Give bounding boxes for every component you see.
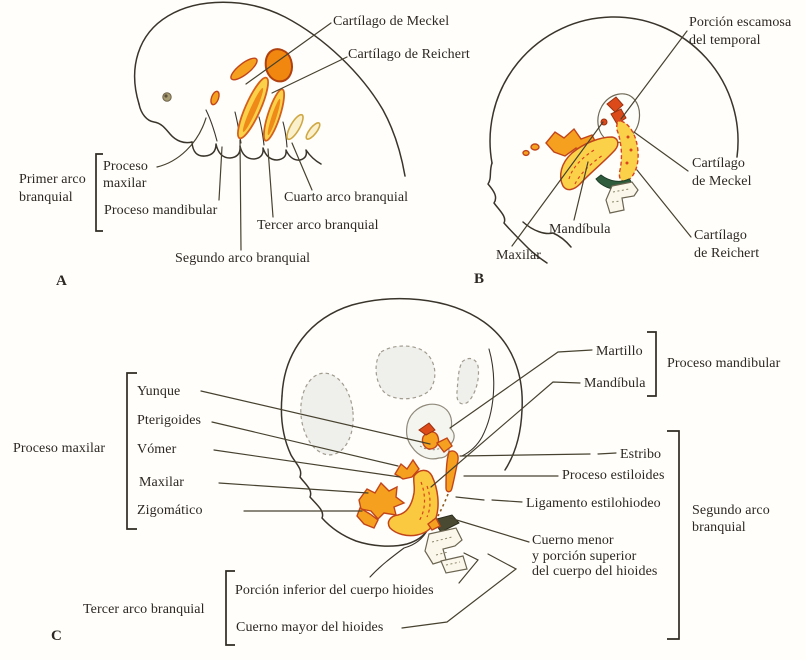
- bracket-segundo-arco: [667, 430, 680, 640]
- label-porcion-inferior: Porción inferior del cuerpo hioides: [235, 583, 434, 598]
- label-cartilago-reichert-b: Cartílago de Reichert: [694, 228, 760, 261]
- label-mandibula-c: Mandíbula: [584, 376, 646, 391]
- label-martillo: Martillo: [596, 344, 643, 359]
- label-proceso-mandibular-c: Proceso mandibular: [667, 356, 781, 371]
- panel-c-skull-drawing: [126, 297, 680, 646]
- label-estribo: Estribo: [620, 447, 662, 462]
- label-mandibula-b: Mandíbula: [549, 222, 611, 237]
- label-cuerno-menor: Cuerno menor y porción superior del cuer…: [532, 533, 658, 579]
- panel-letter-a: A: [56, 273, 67, 289]
- label-tercer-arco-a: Tercer arco branquial: [257, 218, 379, 233]
- label-ligamento-estilohiodeo: Ligamento estilohiodeo: [526, 496, 661, 511]
- bracket-proceso-mandibular: [647, 331, 657, 397]
- label-segundo-arco-c: Segundo arco branquial: [692, 503, 770, 535]
- label-proceso-mandibular-a: Proceso mandibular: [104, 203, 218, 218]
- label-proceso-estiloides: Proceso estiloides: [562, 468, 665, 483]
- label-cartilago-reichert-a: Cartílago de Reichert: [348, 47, 470, 62]
- label-proceso-maxilar-a: Proceso maxilar: [103, 159, 149, 191]
- bracket-primer-arco: [95, 153, 103, 232]
- bracket-proceso-maxilar: [126, 372, 137, 530]
- label-cuerno-mayor: Cuerno mayor del hioides: [236, 620, 384, 635]
- label-cartilago-meckel-b: Cartílago de Meckel: [692, 156, 752, 189]
- label-cuarto-arco: Cuarto arco branquial: [284, 190, 409, 205]
- panel-a-embryo-drawing: [95, 1, 406, 251]
- label-segundo-arco-a: Segundo arco branquial: [175, 251, 311, 266]
- bracket-tercer-arco: [225, 570, 235, 646]
- panel-letter-b: B: [474, 271, 485, 287]
- label-maxilar-c: Maxilar: [139, 475, 185, 490]
- panel-b-skull-drawing: [487, 16, 739, 264]
- label-zigomatico: Zigomático: [137, 503, 203, 518]
- label-proceso-maxilar-c: Proceso maxilar: [13, 441, 106, 456]
- label-yunque: Yunque: [137, 384, 181, 399]
- label-vomer: Vómer: [137, 442, 177, 457]
- label-porcion-escamosa: Porción escamosa del temporal: [689, 15, 792, 48]
- label-primer-arco: Primer arco branquial: [19, 172, 86, 205]
- label-tercer-arco-c: Tercer arco branquial: [83, 602, 205, 617]
- label-cartilago-meckel-a: Cartílago de Meckel: [333, 14, 450, 29]
- panel-letter-c: C: [51, 628, 62, 644]
- label-maxilar-b: Maxilar: [496, 248, 542, 263]
- label-pterigoides: Pterigoides: [137, 413, 202, 428]
